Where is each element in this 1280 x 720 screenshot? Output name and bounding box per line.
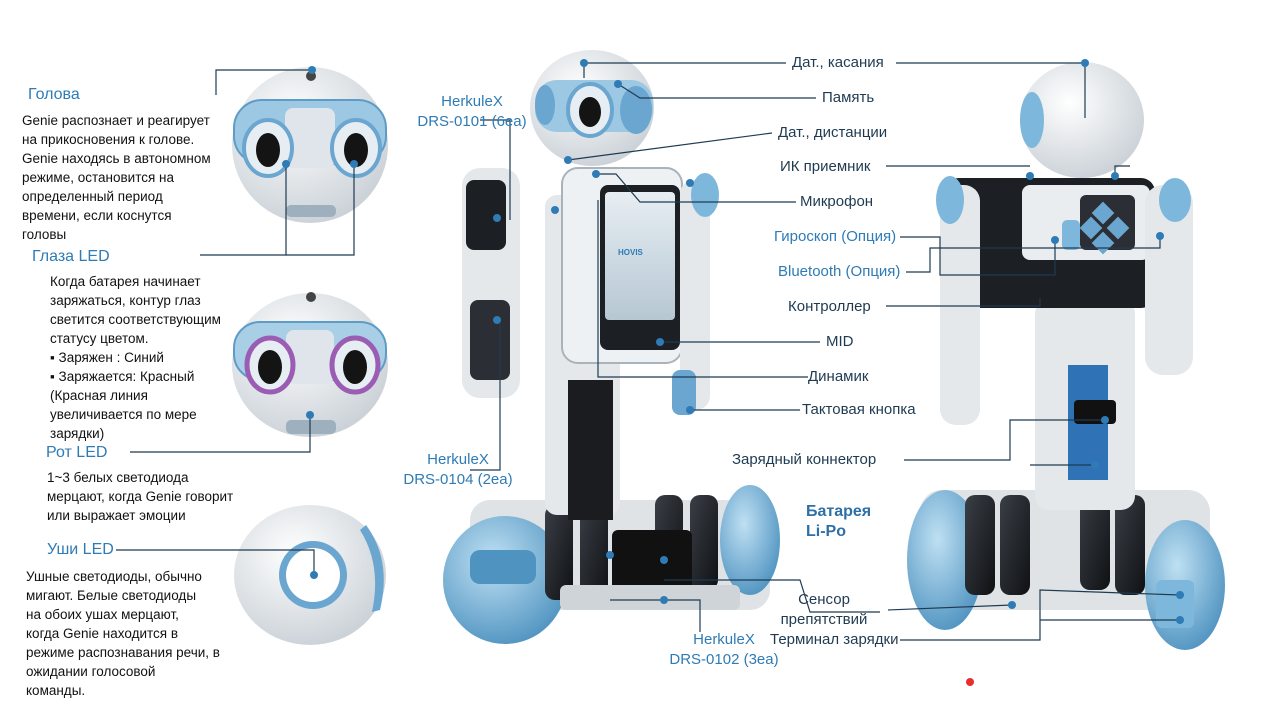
mouth-title: Рот LED bbox=[46, 444, 107, 462]
label-distance-sensor: Дат., дистанции bbox=[778, 124, 887, 141]
label-gyro: Гироскоп (Опция) bbox=[774, 228, 896, 245]
label-microphone: Микрофон bbox=[800, 193, 873, 210]
eyes-title: Глаза LED bbox=[32, 248, 110, 266]
screen-brand: HOVIS bbox=[618, 248, 643, 257]
ears-title: Уши LED bbox=[47, 541, 114, 559]
head-description: Genie распознает и реагирует на прикосно… bbox=[22, 111, 211, 244]
label-mid: MID bbox=[826, 333, 854, 350]
label-charge-terminal: Терминал зарядки bbox=[770, 631, 898, 648]
label-charge-connector: Зарядный коннектор bbox=[732, 451, 876, 468]
label-tact-button: Тактовая кнопка bbox=[802, 401, 916, 418]
label-ir-receiver: ИК приемник bbox=[780, 158, 870, 175]
servo-label-middle: HerkuleX DRS-0104 (2ea) bbox=[398, 450, 518, 490]
label-touch-sensor: Дат., касания bbox=[792, 54, 884, 71]
head-title: Голова bbox=[28, 86, 80, 104]
label-bluetooth: Bluetooth (Опция) bbox=[778, 263, 900, 280]
eyes-description: Когда батарея начинает заряжаться, конту… bbox=[50, 272, 221, 443]
red-indicator-dot bbox=[966, 678, 974, 686]
label-memory: Память bbox=[822, 89, 874, 106]
servo-label-top: HerkuleX DRS-0101 (6ea) bbox=[412, 92, 532, 132]
label-controller: Контроллер bbox=[788, 298, 871, 315]
robot-back bbox=[907, 62, 1225, 650]
label-obstacle-sensor: Сенсор препятствий bbox=[768, 590, 880, 630]
servo-label-bottom: HerkuleX DRS-0102 (3ea) bbox=[664, 630, 784, 670]
label-battery: Батарея Li-Po bbox=[806, 502, 871, 542]
label-speaker: Динамик bbox=[808, 368, 868, 385]
head-closeup-1 bbox=[232, 67, 388, 223]
ears-description: Ушные светодиоды, обычно мигают. Белые с… bbox=[26, 567, 220, 700]
mouth-description: 1~3 белых светодиода мерцают, когда Geni… bbox=[47, 468, 233, 525]
